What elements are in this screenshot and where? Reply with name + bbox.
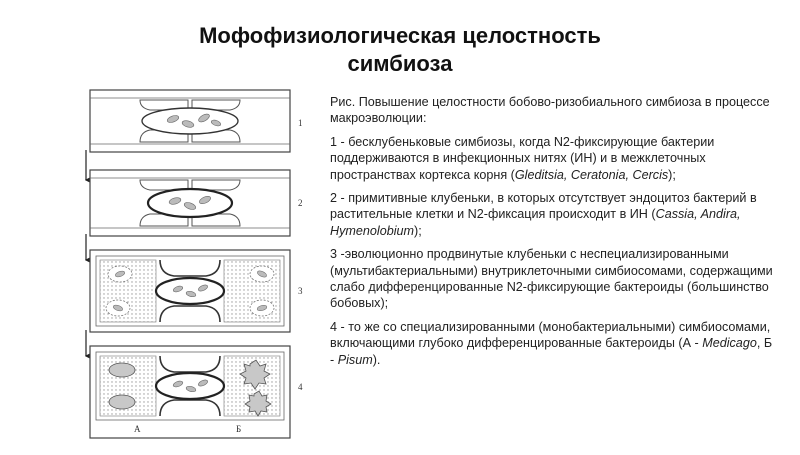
stage-label-3: 3 [298, 286, 303, 296]
symbiosis-evolution-figure: 1 2 [78, 88, 310, 450]
caption-item-1-taxa: Gleditsia, Ceratonia, Cercis [514, 167, 669, 182]
caption-item-3: 3 -эволюционно продвинутые клубеньки с н… [330, 247, 773, 311]
figure-caption: Рис. Повышение целостности бобово-ризоби… [330, 94, 775, 375]
caption-item-4: 4 - то же со специализированными (моноба… [330, 319, 773, 367]
caption-item-4-taxa-a: Medicago [702, 336, 757, 351]
caption-intro: Рис. Повышение целостности бобово-ризоби… [330, 95, 770, 126]
slide-title: Мофофизиологическая целостность симбиоза [0, 22, 800, 78]
stage-3: 3 [89, 249, 303, 333]
sub-label-b: Б [236, 424, 241, 434]
stage-1: 1 [89, 89, 303, 153]
stage-label-1: 1 [298, 118, 303, 128]
sub-label-a: А [134, 424, 141, 434]
title-line-1: Мофофизиологическая целостность [199, 23, 601, 48]
caption-item-2: 2 - примитивные клубеньки, в которых отс… [330, 191, 757, 238]
caption-item-1: 1 - бесклубеньковые симбиозы, когда N2-ф… [330, 134, 715, 182]
stage-4: А Б 4 [89, 345, 303, 439]
caption-item-2-taxa: Cassia, Andira, Hymenolobium [330, 207, 741, 238]
stage-label-4: 4 [298, 382, 303, 392]
stage-2: 2 [89, 169, 303, 237]
title-line-2: симбиоза [347, 51, 453, 76]
stage-label-2: 2 [298, 198, 303, 208]
caption-item-4-taxa-b: Pisum [337, 352, 373, 367]
diagram-svg: 1 2 [84, 89, 303, 439]
